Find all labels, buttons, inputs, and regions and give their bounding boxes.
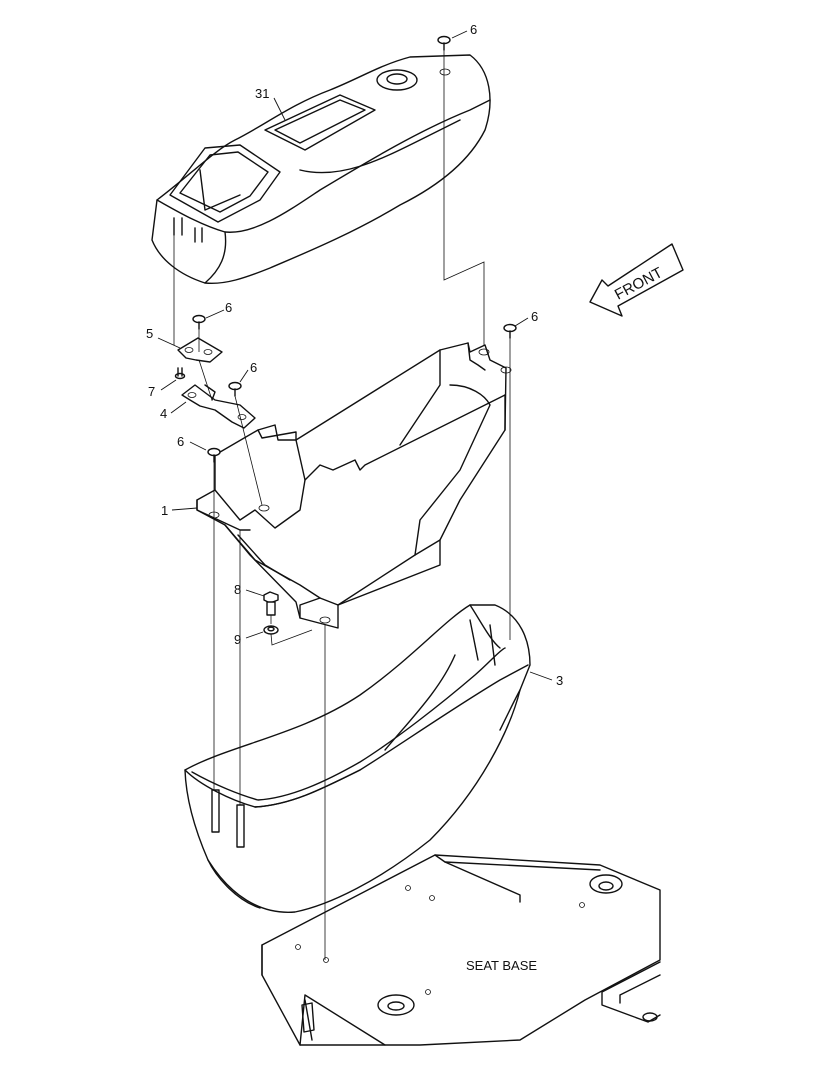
screw-7 xyxy=(174,367,186,380)
seat-base-label: SEAT BASE xyxy=(466,958,537,973)
screw-6-bracket xyxy=(192,314,206,330)
callout-4: 4 xyxy=(160,406,167,421)
bolt-8 xyxy=(263,591,279,616)
callout-6-frame-left: 6 xyxy=(177,434,184,449)
callout-31: 31 xyxy=(255,86,269,101)
assembly-lines xyxy=(173,50,511,960)
callout-8: 8 xyxy=(234,582,241,597)
callout-7: 7 xyxy=(148,384,155,399)
part-5-bracket xyxy=(177,337,223,363)
screw-6-top xyxy=(437,35,451,51)
callout-3: 3 xyxy=(556,673,563,688)
callout-6-bracket-left: 6 xyxy=(225,300,232,315)
callout-leaders xyxy=(157,30,553,681)
callout-numbers: 6 31 6 5 6 6 7 4 6 1 8 9 3 xyxy=(146,22,563,688)
part-4-bracket xyxy=(181,384,256,429)
screw-6-right xyxy=(503,323,517,339)
callout-1: 1 xyxy=(161,503,168,518)
part-1-frame xyxy=(196,342,512,629)
screw-6-small-bracket xyxy=(228,381,242,397)
part-3-lower-cover xyxy=(184,604,531,913)
callout-6-right: 6 xyxy=(531,309,538,324)
washer-9 xyxy=(263,625,279,635)
front-arrow: FRONT xyxy=(589,243,684,317)
callout-9: 9 xyxy=(234,632,241,647)
part-31-upper-cover xyxy=(151,54,491,285)
callout-5: 5 xyxy=(146,326,153,341)
fasteners xyxy=(174,35,517,635)
callout-6-bracket-small: 6 xyxy=(250,360,257,375)
screw-6-frame xyxy=(207,447,221,463)
seat-base xyxy=(261,854,661,1046)
callout-6-top: 6 xyxy=(470,22,477,37)
